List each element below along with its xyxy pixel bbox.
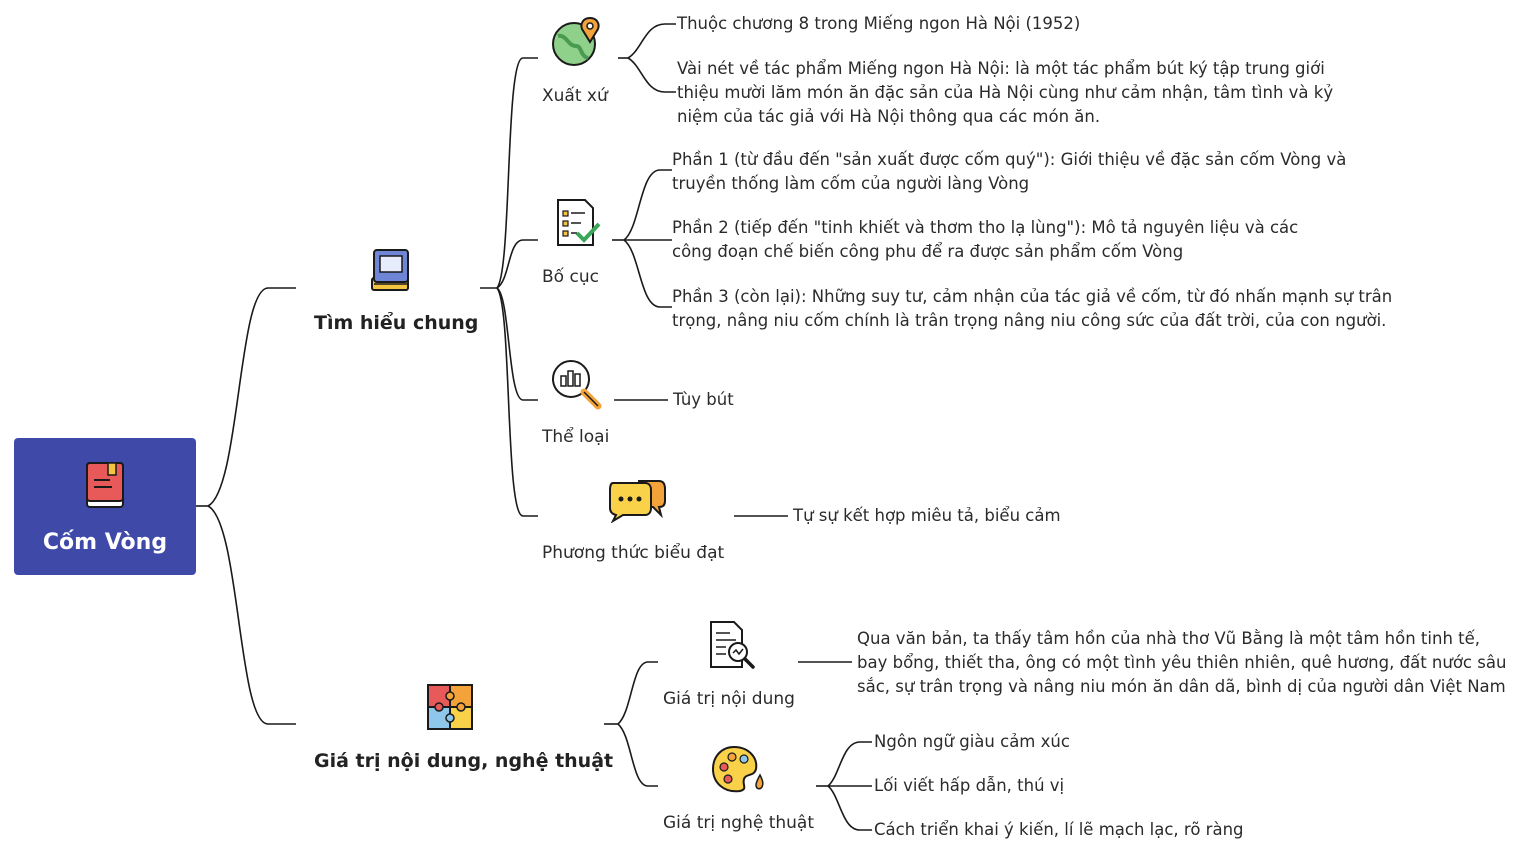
art-item-3: Cách triển khai ý kiến, lí lẽ mạch lạc, … xyxy=(874,820,1244,839)
content-text-line-2: bay bổng, thiết tha, ông có một tình yêu… xyxy=(857,653,1507,672)
book-stack-icon xyxy=(371,249,409,291)
root-node[interactable]: Cốm Vòng xyxy=(14,438,196,575)
origin-item-1: Thuộc chương 8 trong Miếng ngon Hà Nội (… xyxy=(677,14,1081,33)
origin-item-2-line-1: Vài nét về tác phẩm Miếng ngon Hà Nội: l… xyxy=(677,59,1325,78)
palette-icon xyxy=(711,745,764,793)
origin-item-2-line-2: thiệu mười lăm món ăn đặc sản của Hà Nội… xyxy=(677,83,1334,102)
layout-part3-line-1: Phần 3 (còn lại): Những suy tư, cảm nhận… xyxy=(672,287,1393,306)
magnifier-chart-icon xyxy=(552,360,602,410)
genre-label[interactable]: Thể loại xyxy=(542,427,610,447)
branch-value-title[interactable]: Giá trị nội dung, nghệ thuật xyxy=(314,750,614,772)
content-value-label[interactable]: Giá trị nội dung xyxy=(663,689,795,709)
content-text-line-3: sắc, sự trân trọng và nâng niu món ăn dâ… xyxy=(857,677,1506,696)
book-icon xyxy=(86,462,124,508)
layout-part1-line-1: Phần 1 (từ đầu đến "sản xuất được cốm qu… xyxy=(672,150,1347,169)
layout-part3-line-2: trọng, nâng niu cốm chính là trân trọng … xyxy=(672,311,1387,330)
layout-part2-line-1: Phần 2 (tiếp đến "tinh khiết và thơm tho… xyxy=(672,218,1299,237)
art-value-label[interactable]: Giá trị nghệ thuật xyxy=(663,813,814,833)
origin-label[interactable]: Xuất xứ xyxy=(542,86,608,106)
origin-item-2-line-3: niệm của tác giả với Hà Nội thông qua cá… xyxy=(677,107,1101,126)
layout-part1-line-2: truyền thống làm cốm của người làng Vòng xyxy=(672,174,1030,193)
layout-label[interactable]: Bố cục xyxy=(542,267,599,287)
layout-part2-line-2: công đoạn chế biến công phu để ra được s… xyxy=(672,242,1184,261)
content-text-line-1: Qua văn bản, ta thấy tâm hồn của nhà thơ… xyxy=(857,629,1481,648)
branch-general-title[interactable]: Tìm hiểu chung xyxy=(314,312,479,334)
speech-bubbles-icon xyxy=(609,480,666,523)
checklist-icon xyxy=(557,199,601,246)
art-item-2: Lối viết hấp dẫn, thú vị xyxy=(874,776,1065,795)
globe-pin-icon xyxy=(552,16,600,66)
genre-value: Tùy bút xyxy=(673,390,734,409)
mode-label[interactable]: Phương thức biểu đạt xyxy=(542,543,725,563)
root-title: Cốm Vòng xyxy=(42,530,168,555)
mode-value: Tự sự kết hợp miêu tả, biểu cảm xyxy=(793,506,1061,525)
art-item-1: Ngôn ngữ giàu cảm xúc xyxy=(874,732,1070,751)
puzzle-icon xyxy=(427,684,473,730)
document-search-icon xyxy=(710,621,755,669)
